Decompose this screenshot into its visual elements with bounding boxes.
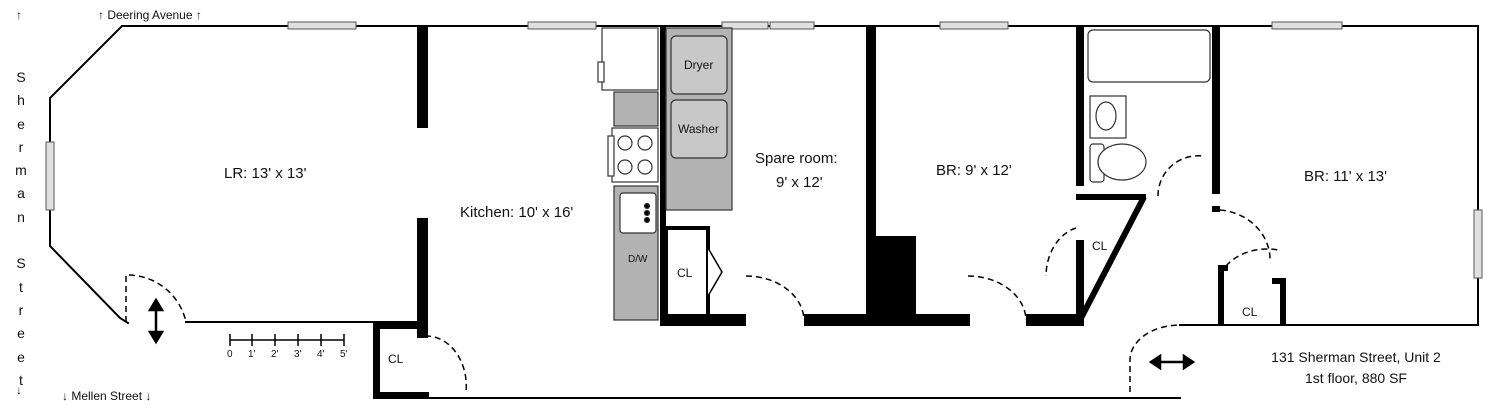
street-letter: t <box>19 278 23 295</box>
closet-kitchen-door <box>707 247 723 297</box>
washer <box>670 99 728 159</box>
window <box>939 21 1009 30</box>
street-letter: t <box>19 371 23 388</box>
street-label-side: S h e r m a n S t r e e t <box>14 66 28 392</box>
door-swing-cl <box>1045 227 1077 277</box>
street-arrow-down: ↓ <box>16 383 22 397</box>
room-label-br1: BR: 9' x 12' <box>936 162 1012 179</box>
street-arrow-up: ↑ <box>16 8 22 22</box>
washer-label: Washer <box>678 122 719 136</box>
street-letter: S <box>16 69 26 85</box>
wall-closet-left <box>373 322 380 398</box>
door-swing-entry <box>125 274 187 323</box>
wall-closet2 <box>1218 265 1228 271</box>
wall-bath-east <box>1212 26 1220 194</box>
closet-label: CL <box>1242 305 1258 319</box>
address-line-1: 131 Sherman Street, Unit 2 <box>1271 349 1441 365</box>
window <box>527 21 597 30</box>
door-swing-spare <box>745 275 805 321</box>
wall-closet-bottom <box>373 392 429 399</box>
door-swing-cl2 <box>1225 248 1279 267</box>
street-letter: e <box>17 325 25 342</box>
exterior-wall-west <box>49 24 130 325</box>
street-letter: r <box>18 138 24 155</box>
door-swing-closet <box>424 335 468 393</box>
street-label-bottom: ↓ Mellen Street ↓ <box>62 389 152 403</box>
wall-closet2 <box>1272 278 1286 284</box>
window <box>45 141 55 211</box>
window <box>1271 21 1343 30</box>
street-letter: e <box>17 348 25 365</box>
door-swing-rear <box>1129 324 1181 392</box>
stove <box>611 127 659 183</box>
street-label-top: ↑ Deering Avenue ↑ <box>98 8 202 22</box>
street-letter: r <box>18 301 24 318</box>
street-letter: n <box>17 208 25 225</box>
street-letter: S <box>16 255 26 272</box>
closet-label: CL <box>1092 239 1108 253</box>
scale-tick-label: 3' <box>294 349 302 360</box>
sink-icon <box>619 192 657 234</box>
street-letter: m <box>15 162 27 179</box>
door-swing-bath <box>1157 155 1203 197</box>
dishwasher-label: D/W <box>628 254 648 265</box>
counter <box>613 91 659 127</box>
room-label-br2: BR: 11' x 13' <box>1304 168 1387 185</box>
door-swing-br1 <box>967 275 1027 321</box>
chimney <box>876 236 916 326</box>
window <box>1473 209 1483 279</box>
scale-tick-label: 5' <box>340 349 348 360</box>
wall-br-bath <box>1076 26 1084 186</box>
street-letter-gap <box>14 229 28 252</box>
wall-spare-br <box>866 26 876 326</box>
wall-closet2-jamb <box>1212 206 1220 212</box>
room-label-spare-1: Spare room: <box>755 150 838 167</box>
wall-closet2 <box>1280 278 1286 326</box>
street-letter: e <box>17 115 25 132</box>
room-label-spare-2: 9' x 12' <box>776 174 823 191</box>
wall-lr-kitchen-lower <box>417 218 428 338</box>
wall-closet2 <box>1218 265 1224 325</box>
wall-bath-closet <box>1076 194 1146 200</box>
wall-lr-kitchen-upper <box>417 26 428 128</box>
wall-br-bath-lower <box>1076 240 1084 326</box>
closet-label: CL <box>677 266 693 280</box>
room-label-kitchen: Kitchen: 10' x 16' <box>460 204 574 221</box>
bathtub <box>1087 29 1211 83</box>
window <box>287 21 357 30</box>
wall-closet-top <box>373 322 425 329</box>
refrigerator <box>601 27 659 91</box>
dryer-label: Dryer <box>684 58 714 72</box>
door-swing-br2 <box>1219 209 1271 263</box>
dryer <box>670 35 728 95</box>
wall-hall-north <box>1026 314 1080 326</box>
room-label-living: LR: 13' x 13' <box>224 165 307 182</box>
scale-tick-label: 0 <box>227 349 233 360</box>
window <box>721 21 769 30</box>
address-block: 131 Sherman Street, Unit 2 1st floor, 88… <box>1236 347 1476 389</box>
scale-tick-label: 1' <box>248 349 256 360</box>
scale-tick-label: 2' <box>271 349 279 360</box>
closet-label: CL <box>388 352 404 366</box>
window <box>769 21 815 30</box>
street-letter: a <box>17 185 25 202</box>
toilet <box>1097 143 1147 181</box>
wall-kitchen-east <box>660 26 666 326</box>
street-letter: h <box>17 92 25 109</box>
scale-tick-label: 4' <box>317 349 325 360</box>
wall-diagonal <box>1077 195 1147 322</box>
address-line-2: 1st floor, 880 SF <box>1305 370 1407 386</box>
